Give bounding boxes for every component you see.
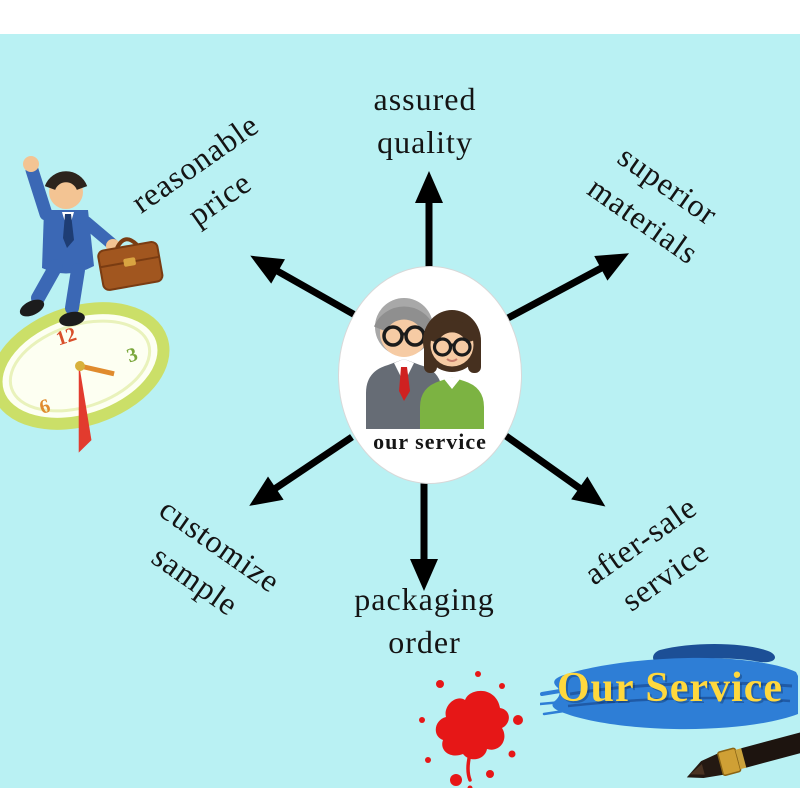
label-line: order	[388, 624, 461, 661]
banner-title: Our Service	[556, 665, 783, 711]
brush-handle	[736, 731, 800, 768]
arrow-top-right	[506, 253, 630, 322]
stroke-texture	[569, 681, 793, 696]
brush-ferrule	[717, 747, 742, 777]
arrow-top-left	[250, 255, 357, 319]
fist	[23, 156, 39, 172]
briefcase-icon	[97, 237, 164, 291]
glasses-icon	[382, 325, 404, 347]
clock-red-hand	[78, 362, 92, 453]
paintbrush-icon	[686, 731, 800, 779]
clock-small-hand	[79, 363, 115, 377]
businessman-clock-icon: 12 3 6	[0, 156, 170, 453]
briefcase-arm	[80, 216, 118, 250]
label-assured-quality: assured quality	[320, 78, 530, 164]
red-paint-splatter-icon	[419, 671, 523, 791]
brush-streak	[540, 689, 562, 696]
tie	[63, 214, 74, 248]
splat-drip	[466, 752, 472, 782]
brush-bristles	[686, 753, 724, 779]
right-shoe	[59, 311, 85, 327]
woman-avatar-icon	[420, 310, 484, 429]
banner-art	[538, 644, 800, 779]
hair	[44, 171, 88, 191]
label-line: quality	[377, 124, 473, 161]
left-leg	[31, 259, 63, 305]
bottom-white-margin	[0, 788, 800, 800]
label-packaging-order: packaging order	[322, 578, 527, 664]
raised-arm	[25, 163, 53, 221]
badge-caption: our service	[373, 429, 487, 454]
our-service-banner: Our Service	[538, 642, 800, 800]
glasses-icon	[432, 337, 453, 357]
label-line: assured	[373, 81, 477, 117]
top-white-margin	[0, 0, 800, 34]
melting-clock-icon: 12 3 6	[0, 302, 170, 453]
clock-hub	[75, 361, 85, 371]
label-line: packaging	[354, 581, 495, 617]
arrow-bottom-left	[249, 434, 354, 506]
red-tie	[399, 367, 410, 401]
businessman-icon	[19, 156, 164, 327]
our-service-badge: our service	[338, 266, 522, 484]
blue-brush-stroke	[552, 657, 798, 730]
right-leg	[65, 263, 85, 315]
green-top	[420, 377, 484, 429]
splat-blob	[435, 690, 509, 760]
team-avatars-icon	[366, 298, 484, 429]
arrow-bottom-right	[503, 433, 606, 507]
left-shoe	[19, 299, 45, 317]
